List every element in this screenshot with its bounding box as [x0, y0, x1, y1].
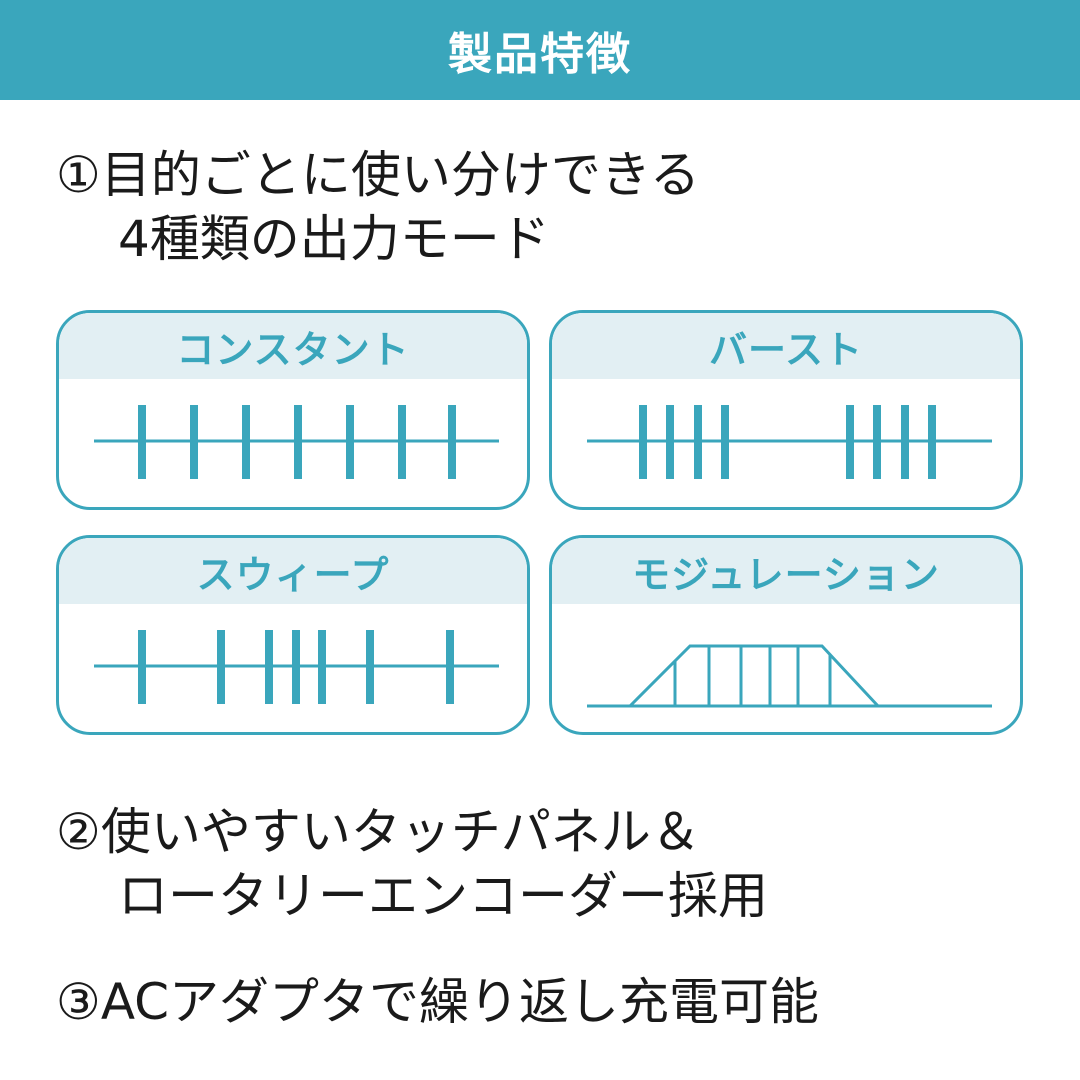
- mode-card-constant: コンスタント: [56, 310, 530, 510]
- pulse: [873, 405, 881, 479]
- mode-card-title: スウィープ: [59, 538, 527, 604]
- pulse: [190, 405, 198, 479]
- sweep-waveform-icon: [94, 630, 499, 704]
- header-bar: 製品特徴: [0, 0, 1080, 100]
- pulse: [217, 630, 225, 704]
- pulse: [318, 630, 326, 704]
- pulse: [446, 630, 454, 704]
- feature-2-line-2: ロータリーエンコーダー採用: [118, 867, 768, 925]
- pulse: [928, 405, 936, 479]
- envelope: [628, 644, 880, 708]
- mode-card-burst: バースト: [549, 310, 1023, 510]
- feature-1-line-1: ①目的ごとに使い分けできる: [56, 146, 700, 204]
- feature-2: ②使いやすいタッチパネル＆ ロータリーエンコーダー採用: [56, 800, 768, 928]
- pulse: [138, 630, 146, 704]
- feature-1-line-2: 4種類の出力モード: [118, 210, 550, 268]
- pulse: [292, 630, 300, 704]
- pulse: [448, 405, 456, 479]
- mode-card-title: モジュレーション: [552, 538, 1020, 604]
- burst-waveform-icon: [587, 405, 992, 479]
- feature-1: ①目的ごとに使い分けできる 4種類の出力モード: [56, 143, 700, 271]
- mode-card-title: コンスタント: [59, 313, 527, 379]
- header-title: 製品特徴: [448, 29, 632, 80]
- pulse: [846, 405, 854, 479]
- pulse: [242, 405, 250, 479]
- feature-3-line-1: ③ACアダプタで繰り返し充電可能: [56, 973, 820, 1031]
- constant-waveform-icon: [94, 405, 499, 479]
- pulse: [721, 405, 729, 479]
- mode-card-modulation: モジュレーション: [549, 535, 1023, 735]
- mode-card-title: バースト: [552, 313, 1020, 379]
- pulse: [366, 630, 374, 704]
- mode-card-sweep: スウィープ: [56, 535, 530, 735]
- feature-2-line-1: ②使いやすいタッチパネル＆: [56, 803, 701, 861]
- pulse: [138, 405, 146, 479]
- pulse: [666, 405, 674, 479]
- pulse: [346, 405, 354, 479]
- feature-3: ③ACアダプタで繰り返し充電可能: [56, 970, 819, 1034]
- pulse: [265, 630, 273, 704]
- pulse: [901, 405, 909, 479]
- pulse: [639, 405, 647, 479]
- pulse: [294, 405, 302, 479]
- pulse: [694, 405, 702, 479]
- modulation-waveform-icon: [587, 644, 992, 708]
- pulse: [398, 405, 406, 479]
